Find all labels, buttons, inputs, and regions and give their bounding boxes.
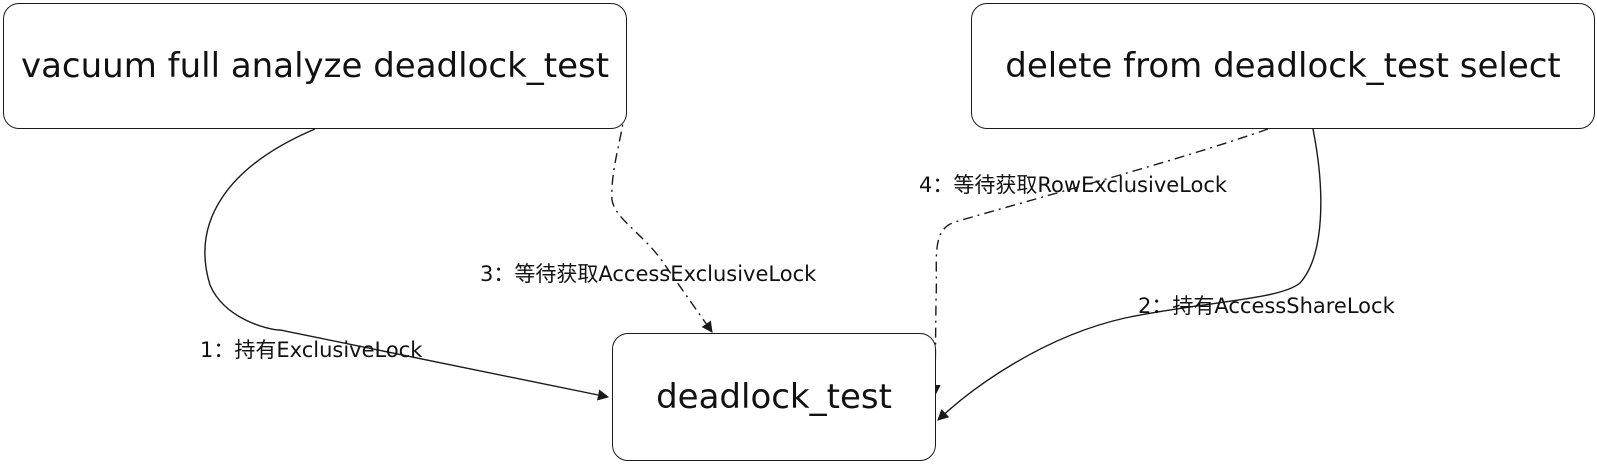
node-delete: delete from deadlock_test select: [971, 3, 1595, 129]
edge-2-label: 2：持有AccessShareLock: [1138, 294, 1395, 318]
node-delete-label: delete from deadlock_test select: [1005, 46, 1561, 86]
edge-2-line: [937, 128, 1322, 421]
edge-1-line: [204, 128, 610, 401]
edge-4-label: 4：等待获取RowExclusiveLock: [919, 173, 1228, 197]
edge-3-line: [611, 87, 713, 333]
edge-1-label: 1：持有ExclusiveLock: [200, 338, 423, 362]
node-vacuum: vacuum full analyze deadlock_test: [3, 3, 627, 129]
node-deadlock-test: deadlock_test: [612, 333, 936, 461]
edge-3-label: 3：等待获取AccessExclusiveLock: [480, 262, 817, 286]
node-vacuum-label: vacuum full analyze deadlock_test: [20, 46, 610, 86]
node-deadlock-test-label: deadlock_test: [656, 377, 892, 417]
